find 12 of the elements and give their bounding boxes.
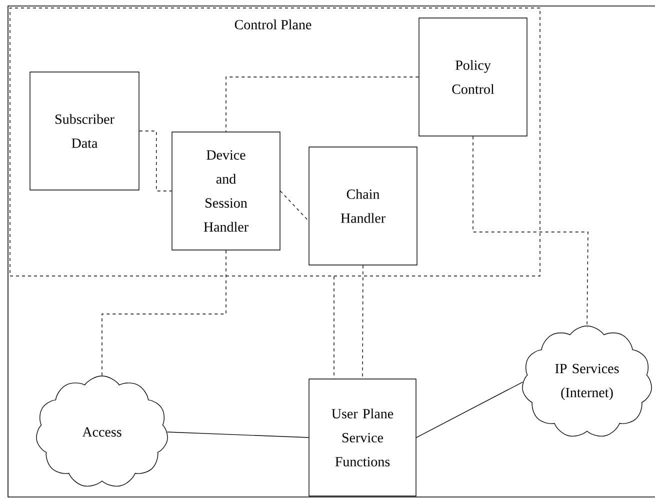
process-box: Chain Handler bbox=[308, 146, 418, 266]
dashed-connector bbox=[139, 130, 172, 192]
process-box: Subscriber Data bbox=[30, 72, 140, 190]
dashed-connector bbox=[226, 76, 419, 132]
process-box: Policy Control bbox=[418, 18, 528, 136]
dashed-connector bbox=[362, 265, 364, 380]
process-box: Device and Session Handler bbox=[172, 132, 280, 250]
dashed-connector bbox=[280, 190, 309, 222]
process-box: User Plane Service Functions bbox=[308, 378, 416, 496]
connector bbox=[166, 432, 309, 438]
dashed-connector bbox=[102, 250, 226, 376]
connector bbox=[416, 382, 524, 438]
